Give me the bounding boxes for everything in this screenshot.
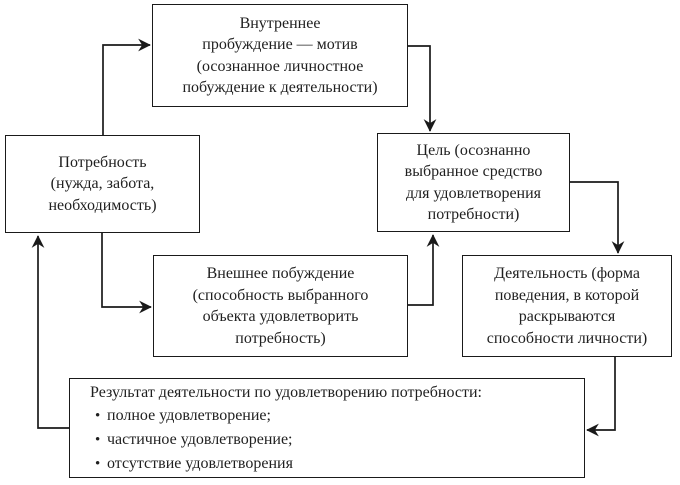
edge-need-to-external_impulse — [101, 233, 152, 314]
list-item-text: отсутствие удовлетворения — [107, 454, 293, 472]
list-item-text: полное удовлетворение; — [107, 406, 271, 424]
edge-result-to-need — [31, 235, 69, 429]
result-title: Результат деятельности по удовлетворению… — [90, 383, 482, 401]
node-inner-motive: Внутреннее пробуждение — мотив (осознанн… — [152, 4, 408, 107]
list-item-text: частичное удовлетворение; — [107, 430, 293, 448]
bullet-icon: • — [95, 431, 101, 448]
bullet-icon: • — [95, 407, 101, 424]
node-need: Потребность (нужда, забота, необходимост… — [5, 135, 200, 233]
edge-goal-to-activity — [570, 181, 625, 254]
list-item: • полное удовлетворение; — [90, 404, 576, 428]
list-item: • отсутствие удовлетворения — [90, 452, 576, 476]
edge-need-to-inner_motive — [102, 38, 151, 135]
edge-external_impulse-to-goal — [408, 234, 440, 306]
node-external-impulse: Внешнее побуждение (способность выбранно… — [153, 255, 408, 357]
node-goal: Цель (осознанно выбранное средство для у… — [377, 133, 570, 232]
bullet-icon: • — [95, 455, 101, 472]
node-result: Результат деятельности по удовлетворению… — [69, 378, 585, 478]
node-activity: Деятельность (форма поведения, в которой… — [462, 255, 672, 357]
edge-activity-to-result — [586, 357, 616, 437]
edge-inner_motive-to-goal — [408, 45, 437, 132]
list-item: • частичное удовлетворение; — [90, 428, 576, 452]
